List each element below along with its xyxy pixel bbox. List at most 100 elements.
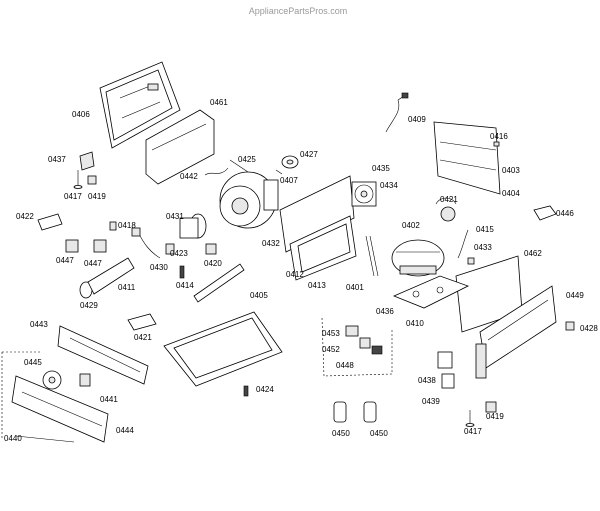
part-label-0428: 0428 — [580, 324, 598, 333]
part-label-0434: 0434 — [380, 181, 398, 190]
part-0443-grille — [57, 325, 149, 385]
part-0440-dashed-lines — [1, 351, 75, 443]
part-0406-rear-panel — [99, 61, 181, 149]
part-0437-bracket — [79, 151, 95, 171]
part-0423-clip — [165, 243, 175, 255]
part-0444-toe-kick — [11, 375, 109, 443]
part-label-0439: 0439 — [422, 397, 440, 406]
part-0418-connector — [109, 221, 117, 231]
part-0432-panel — [279, 175, 355, 253]
part-0445-wheel — [42, 370, 62, 390]
part-label-0402: 0402 — [402, 221, 420, 230]
part-0424-screw — [243, 385, 249, 397]
part-0409-cord — [385, 92, 409, 133]
part-0428-clip — [565, 321, 575, 331]
part-label-0403: 0403 — [502, 166, 520, 175]
part-0447-relay-left — [65, 239, 79, 253]
watermark: AppliancePartsPros.com — [249, 6, 348, 16]
part-label-0442: 0442 — [180, 172, 198, 181]
part-0419-clip — [87, 175, 97, 185]
part-label-0432: 0432 — [262, 239, 280, 248]
part-label-0405: 0405 — [250, 291, 268, 300]
part-label-0437: 0437 — [48, 155, 66, 164]
part-label-0419: 0419 — [486, 412, 504, 421]
part-label-0445: 0445 — [24, 358, 42, 367]
part-label-0444: 0444 — [116, 426, 134, 435]
part-label-0425: 0425 — [238, 155, 256, 164]
part-0439-cover — [441, 373, 455, 389]
part-0416-clip — [493, 141, 500, 147]
part-label-0433: 0433 — [474, 243, 492, 252]
part-0448-overload — [371, 345, 383, 355]
part-0447-relay-right — [93, 239, 107, 253]
part-label-0441: 0441 — [100, 395, 118, 404]
part-0417-screw-bottom — [465, 410, 475, 427]
part-0430-harness — [131, 227, 161, 259]
part-label-0449: 0449 — [566, 291, 584, 300]
part-label-0420: 0420 — [204, 259, 222, 268]
part-label-0453: 0453 — [322, 329, 340, 338]
part-label-0462: 0462 — [524, 249, 542, 258]
part-label-0413: 0413 — [308, 281, 326, 290]
part-label-0423: 0423 — [170, 249, 188, 258]
part-0461-cover-plate — [145, 109, 215, 185]
part-label-0401: 0401 — [346, 283, 364, 292]
part-label-0446: 0446 — [556, 209, 574, 218]
part-label-0452: 0452 — [322, 345, 340, 354]
part-0438-cover — [437, 351, 453, 369]
part-label-0440: 0440 — [4, 434, 22, 443]
part-label-0435: 0435 — [372, 164, 390, 173]
part-0420-clip — [205, 243, 217, 255]
part-label-0447: 0447 — [56, 256, 74, 265]
part-0453-relay — [345, 325, 359, 337]
part-0405-strip — [193, 263, 245, 303]
part-label-0418: 0418 — [118, 221, 136, 230]
part-label-0417: 0417 — [464, 427, 482, 436]
part-label-0427: 0427 — [300, 150, 318, 159]
part-0436-assembly-box — [321, 317, 393, 377]
part-0415-tube — [457, 229, 469, 259]
part-label-0407: 0407 — [280, 176, 298, 185]
part-0442-wire — [204, 167, 229, 176]
part-0450-capacitor-left — [333, 401, 347, 423]
part-label-0414: 0414 — [176, 281, 194, 290]
part-label-0415: 0415 — [476, 225, 494, 234]
part-drip-tray — [163, 311, 283, 387]
part-label-0417: 0417 — [64, 192, 82, 201]
part-0412-frame — [289, 215, 357, 281]
part-label-0448: 0448 — [336, 361, 354, 370]
part-label-0450: 0450 — [332, 429, 350, 438]
part-0410-base-plate — [392, 275, 470, 309]
part-label-0450: 0450 — [370, 429, 388, 438]
part-0402-compressor — [391, 239, 445, 277]
part-label-0421: 0421 — [440, 195, 458, 204]
part-0421-sensor — [435, 197, 457, 222]
part-label-0409: 0409 — [408, 115, 426, 124]
part-label-0429: 0429 — [80, 301, 98, 310]
part-0411-tube — [87, 257, 135, 295]
part-label-0438: 0438 — [418, 376, 436, 385]
part-label-0421: 0421 — [134, 333, 152, 342]
part-label-0411: 0411 — [118, 283, 136, 292]
part-0446-bracket — [533, 205, 557, 221]
part-label-0410: 0410 — [406, 319, 424, 328]
part-label-0431: 0431 — [166, 212, 184, 221]
part-0421-bracket — [127, 313, 157, 331]
part-0419-clip-bottom — [485, 401, 497, 413]
part-label-0412: 0412 — [286, 270, 304, 279]
part-label-0436: 0436 — [376, 307, 394, 316]
part-label-0406: 0406 — [72, 110, 90, 119]
part-label-0447: 0447 — [84, 259, 102, 268]
part-label-0419: 0419 — [88, 192, 106, 201]
part-0407-wire — [275, 169, 283, 175]
part-0449-panel — [475, 285, 557, 379]
part-label-0430: 0430 — [150, 263, 168, 272]
part-label-0416: 0416 — [490, 132, 508, 141]
part-0433-plug — [467, 257, 475, 265]
part-0401-heater — [365, 235, 379, 277]
part-0427-grommet — [281, 155, 299, 169]
part-0431-duct — [179, 213, 207, 239]
